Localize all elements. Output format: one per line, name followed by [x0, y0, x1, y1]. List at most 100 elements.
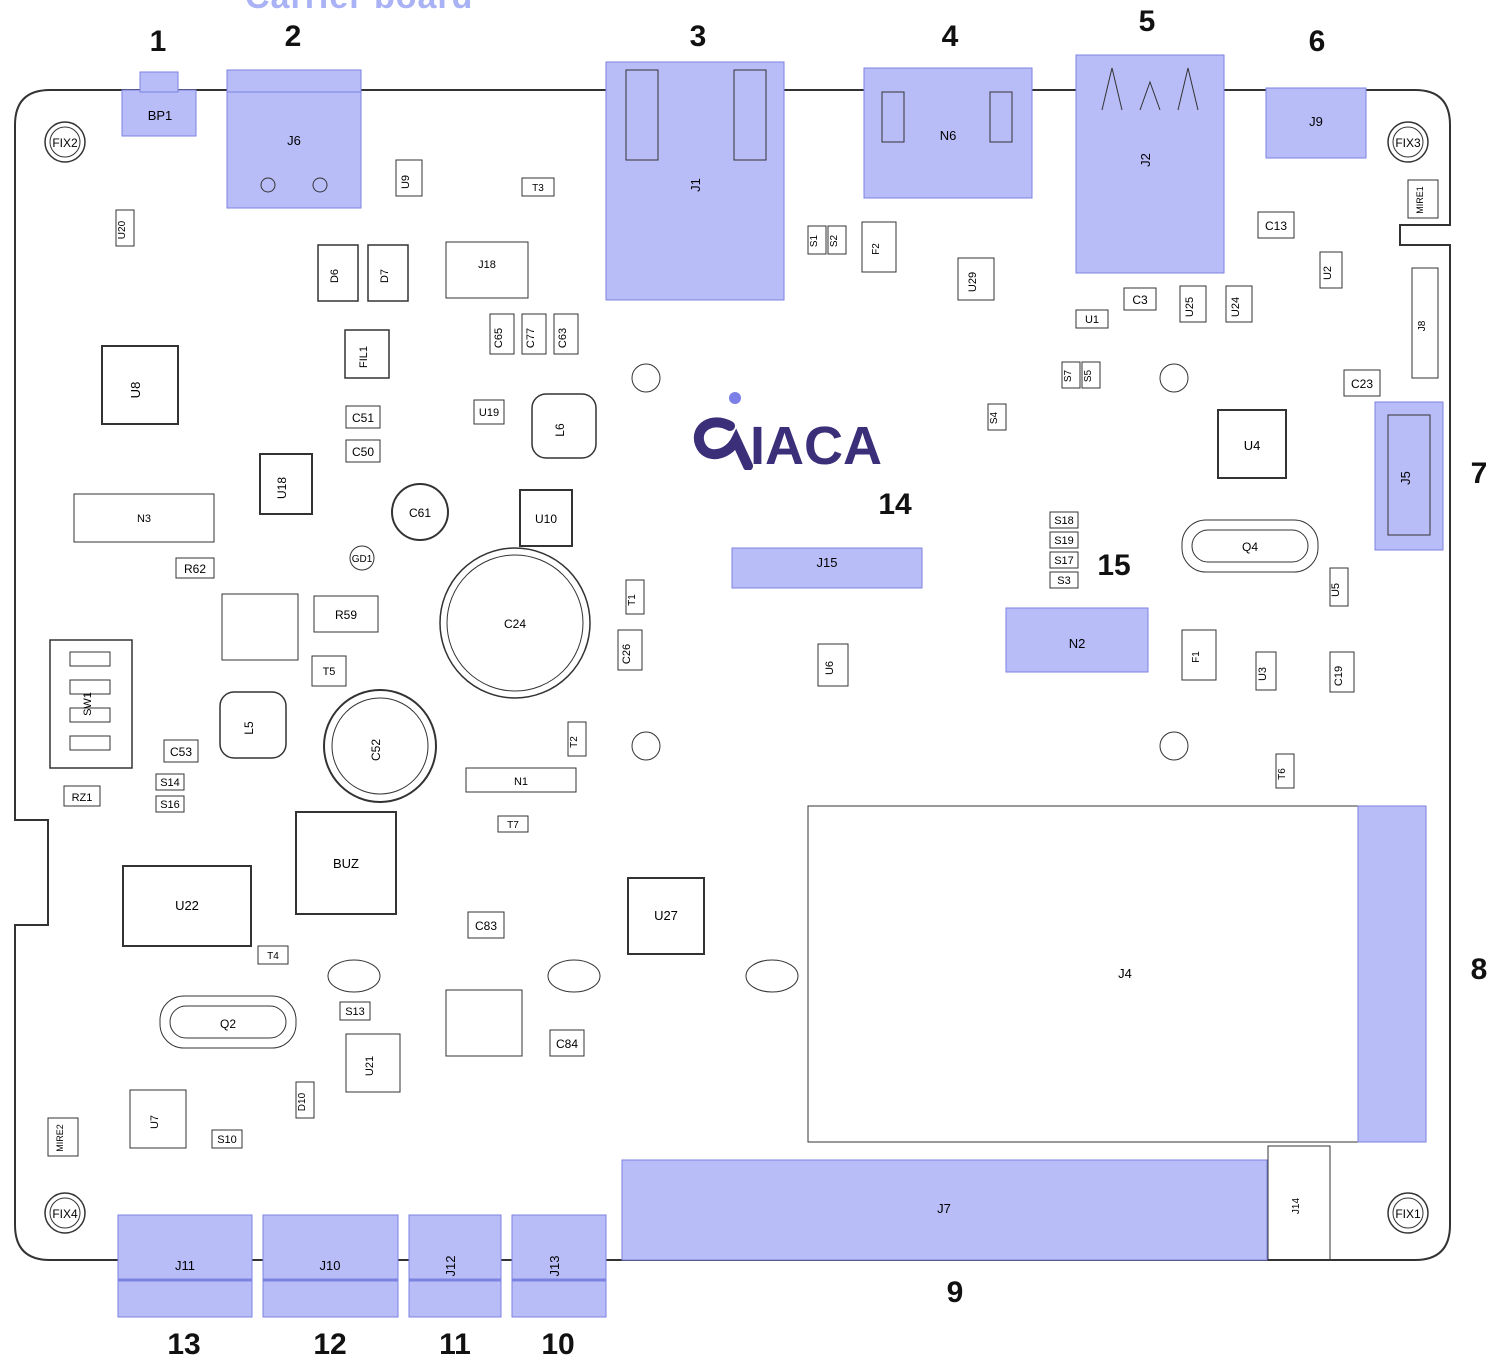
- svg-text:U2: U2: [1322, 266, 1334, 280]
- capacitor-c26: C26: [617, 629, 643, 671]
- capacitor-c24: C24: [439, 547, 591, 699]
- svg-text:T5: T5: [323, 666, 336, 678]
- svg-text:S14: S14: [160, 777, 180, 789]
- svg-text:C61: C61: [409, 506, 431, 520]
- chip-u24: U24: [1225, 285, 1253, 323]
- svg-text:J8: J8: [1417, 320, 1428, 331]
- connector-j7: J7: [621, 1159, 1268, 1261]
- pad-s4: S4: [987, 403, 1007, 431]
- connector-label: J15: [817, 555, 838, 570]
- svg-text:R59: R59: [335, 608, 357, 622]
- svg-text:Q2: Q2: [220, 1017, 236, 1031]
- svg-text:S18: S18: [1054, 515, 1074, 527]
- svg-text:C83: C83: [475, 919, 497, 933]
- connector-label: J13: [547, 1256, 562, 1277]
- svg-text:C3: C3: [1132, 293, 1148, 307]
- callout-7: 7: [1470, 457, 1488, 490]
- connector-j6: J6: [226, 69, 362, 209]
- fix-hole-4: FIX4: [44, 1192, 86, 1234]
- svg-text:S17: S17: [1054, 555, 1074, 567]
- callout-13: 13: [167, 1328, 201, 1361]
- callout-11: 11: [439, 1328, 471, 1361]
- transistor-t6: T6: [1275, 753, 1295, 789]
- diode-d10: D10: [295, 1081, 315, 1119]
- svg-text:SW1: SW1: [82, 692, 94, 716]
- svg-text:U21: U21: [364, 1056, 376, 1076]
- svg-text:C13: C13: [1265, 219, 1287, 233]
- svg-text:U4: U4: [1244, 438, 1261, 453]
- svg-text:S13: S13: [345, 1006, 365, 1018]
- chip-u22: U22: [122, 865, 252, 947]
- mire-2: MIRE2: [47, 1117, 79, 1157]
- svg-text:C26: C26: [621, 644, 633, 664]
- connector-label: J4: [1118, 966, 1132, 981]
- inductor-l6: L6: [531, 393, 597, 459]
- svg-text:U19: U19: [479, 407, 499, 419]
- pad-s2: S2: [827, 225, 847, 255]
- chip-u25: U25: [1179, 285, 1207, 323]
- svg-text:U7: U7: [149, 1115, 161, 1129]
- pad-s7: S7: [1061, 361, 1081, 389]
- svg-text:C53: C53: [170, 745, 192, 759]
- svg-text:U27: U27: [654, 908, 678, 923]
- chip-u4: U4: [1217, 409, 1287, 479]
- iaca-logo: IACA: [692, 390, 922, 476]
- diode-d6: D6: [317, 244, 359, 302]
- connector-label: J11: [175, 1258, 195, 1273]
- chip-u19: U19: [473, 399, 505, 425]
- svg-text:S5: S5: [1083, 369, 1094, 382]
- svg-text:C84: C84: [556, 1037, 578, 1051]
- svg-text:S16: S16: [160, 799, 180, 811]
- fix-hole-1: FIX1: [1387, 1192, 1429, 1234]
- slot: [327, 959, 381, 993]
- svg-text:U3: U3: [1257, 667, 1269, 681]
- chip-u7: U7: [129, 1089, 187, 1149]
- regulator-dpak: [221, 593, 523, 1057]
- connector-label: J10: [320, 1258, 341, 1273]
- connector-j4: J4: [807, 805, 1427, 1143]
- callout-14: 14: [878, 488, 912, 521]
- chip-u9: U9: [395, 159, 423, 197]
- capacitor-c13: C13: [1257, 211, 1295, 239]
- svg-text:J18: J18: [478, 259, 496, 271]
- filter-fil1: FIL1: [344, 329, 390, 379]
- svg-text:S19: S19: [1054, 535, 1074, 547]
- svg-text:D10: D10: [297, 1092, 308, 1111]
- fuse-f2: F2: [861, 221, 897, 273]
- connector-j15: J15: [731, 547, 923, 589]
- svg-text:S10: S10: [217, 1134, 237, 1146]
- svg-text:F2: F2: [871, 243, 882, 255]
- capacitor-c23: C23: [1343, 369, 1381, 397]
- chip-u6: U6: [817, 643, 849, 687]
- svg-text:C63: C63: [557, 328, 569, 348]
- svg-text:Q4: Q4: [1242, 540, 1258, 554]
- svg-text:C51: C51: [352, 411, 374, 425]
- connector-n2: N2: [1005, 607, 1149, 673]
- header-n3: N3: [73, 493, 215, 543]
- svg-text:U25: U25: [1184, 297, 1196, 317]
- chip-u5: U5: [1329, 567, 1349, 607]
- connector-j1: J1: [605, 61, 785, 301]
- fix-hole-label: FIX4: [52, 1207, 78, 1221]
- connector-label: N6: [940, 128, 957, 143]
- header-j8: J8: [1411, 267, 1439, 379]
- connector-j5: J5: [1374, 401, 1444, 551]
- svg-text:U6: U6: [824, 661, 836, 675]
- transistor-t3: T3: [521, 177, 555, 197]
- svg-text:BUZ: BUZ: [333, 856, 359, 871]
- svg-text:S1: S1: [809, 234, 820, 247]
- svg-text:S2: S2: [829, 234, 840, 247]
- callout-3: 3: [689, 20, 707, 53]
- callout-1: 1: [149, 25, 167, 58]
- transistor-t1: T1: [625, 579, 645, 615]
- chip-u3: U3: [1255, 651, 1277, 691]
- capacitor-c52: C52: [323, 689, 437, 803]
- capacitor-c51: C51: [345, 405, 381, 429]
- chip-u2: U2: [1319, 251, 1343, 289]
- svg-text:D7: D7: [379, 269, 391, 283]
- svg-text:T7: T7: [507, 820, 519, 831]
- fix-hole-label: FIX1: [1395, 1207, 1421, 1221]
- svg-text:T4: T4: [267, 951, 279, 962]
- svg-text:J14: J14: [1291, 1198, 1302, 1215]
